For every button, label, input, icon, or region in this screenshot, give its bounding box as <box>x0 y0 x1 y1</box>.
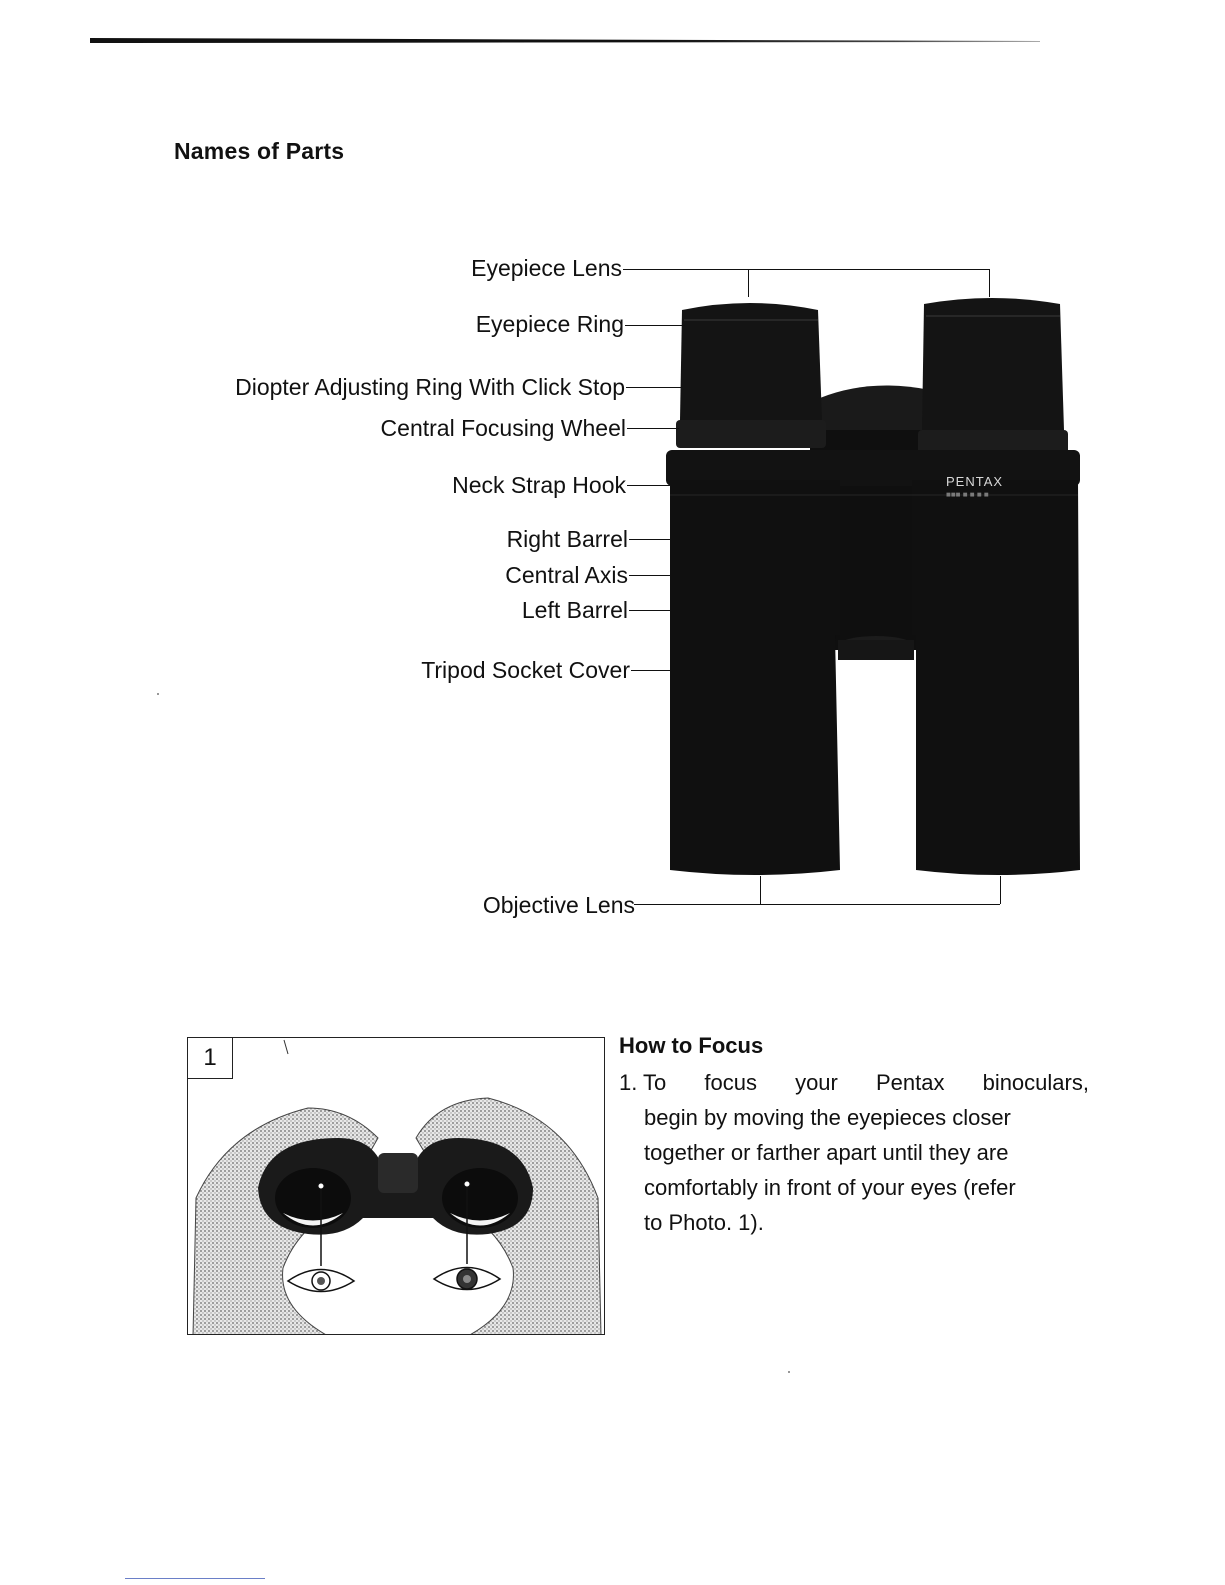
leader-eyepiece-ring <box>625 325 685 326</box>
focus-line-1: 1.To focus your Pentax binoculars, <box>619 1065 1089 1100</box>
label-eyepiece-lens: Eyepiece Lens <box>471 255 622 281</box>
label-tripod-socket-cover: Tripod Socket Cover <box>421 657 630 683</box>
label-central-axis: Central Axis <box>505 562 628 588</box>
leader-neck-strap-hook <box>627 485 671 486</box>
leader-central-axis <box>629 575 671 576</box>
stray-mark <box>788 1371 790 1373</box>
label-eyepiece-ring: Eyepiece Ring <box>475 311 624 337</box>
svg-text:■■■ ■ ■ ■ ■: ■■■ ■ ■ ■ ■ <box>946 490 989 499</box>
tick-objective-lens-left <box>760 876 761 904</box>
tick-eyepiece-lens-right <box>989 269 990 297</box>
stray-mark <box>157 693 159 695</box>
parts-diagram: Eyepiece Lens Eyepiece Ring Diopter Adju… <box>235 255 1080 918</box>
hands-holding-binoculars-illustration <box>192 1039 602 1334</box>
how-to-focus-heading: How to Focus <box>619 1033 764 1058</box>
binoculars-illustration: PENTAX ■■■ ■ ■ ■ ■ <box>666 298 1080 875</box>
label-diopter-ring: Diopter Adjusting Ring With Click Stop <box>235 374 625 400</box>
label-left-barrel: Left Barrel <box>521 597 628 623</box>
how-to-focus-text: 1.To focus your Pentax binoculars, begin… <box>619 1065 1089 1240</box>
leader-tripod-socket-cover <box>631 670 671 671</box>
label-objective-lens: Objective Lens <box>482 892 635 918</box>
leader-focusing-wheel <box>627 428 679 429</box>
top-rule <box>90 38 1040 43</box>
brand-text: PENTAX <box>946 474 1003 489</box>
label-right-barrel: Right Barrel <box>506 526 628 552</box>
photo-1: 1 <box>187 1037 605 1335</box>
focus-line-3: together or farther apart until they are <box>644 1140 1009 1165</box>
focus-line-5: to Photo. 1). <box>644 1210 764 1235</box>
photo-number: 1 <box>188 1038 233 1079</box>
leader-diopter-ring <box>626 387 682 388</box>
section-title: Names of Parts <box>174 138 345 164</box>
tick-objective-lens-right <box>1000 876 1001 904</box>
focus-line-4: comfortably in front of your eyes (refer <box>644 1175 1016 1200</box>
leader-objective-lens <box>634 904 1000 905</box>
label-neck-strap-hook: Neck Strap Hook <box>452 472 626 498</box>
leader-right-barrel <box>629 539 671 540</box>
focus-line-2: begin by moving the eyepieces closer <box>644 1105 1011 1130</box>
label-focusing-wheel: Central Focusing Wheel <box>380 415 626 441</box>
tick-eyepiece-lens-left <box>748 269 749 297</box>
leader-left-barrel <box>629 610 671 611</box>
step-number: 1. <box>619 1070 638 1095</box>
leader-eyepiece-lens <box>623 269 989 270</box>
bottom-edge-mark <box>125 1578 265 1579</box>
